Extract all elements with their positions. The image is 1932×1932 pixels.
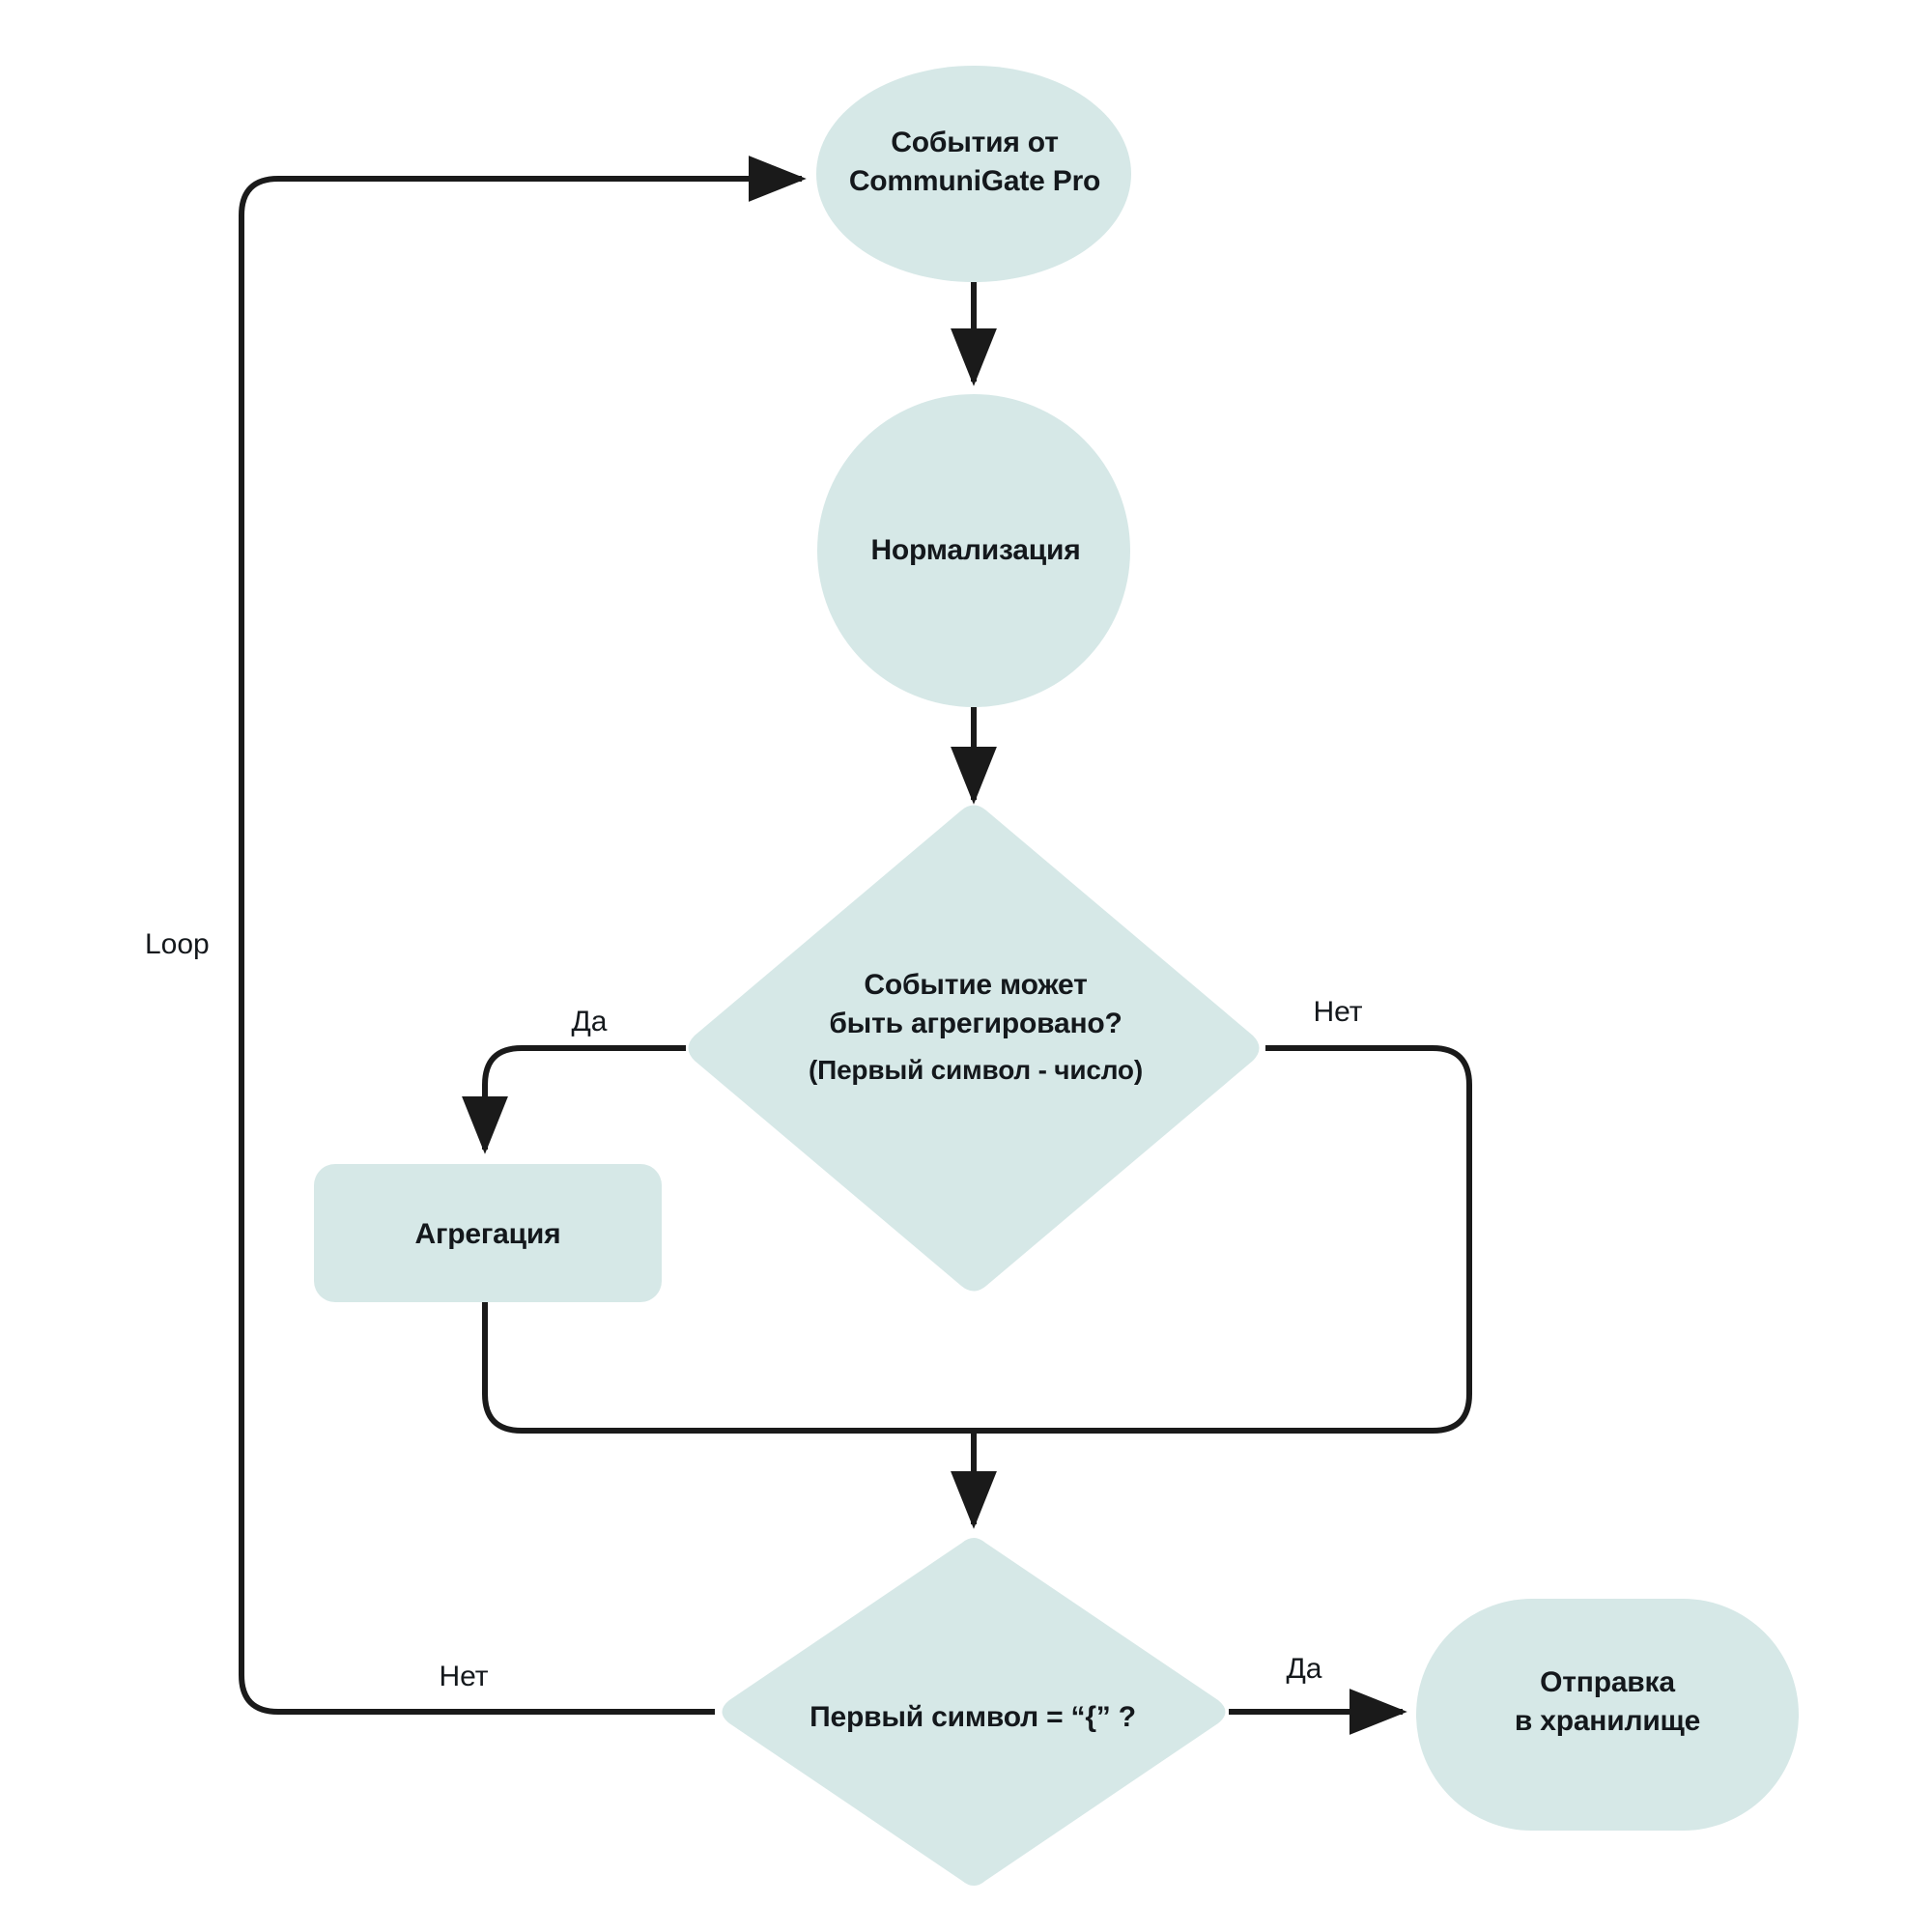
edge-loop-back	[239, 156, 807, 1715]
edge-aggregation-to-merge	[482, 1302, 976, 1434]
edge-label-decision1-no: Нет	[1313, 996, 1363, 1028]
node-normalization-shape[interactable]	[817, 394, 1130, 707]
node-storage-shape[interactable]	[1416, 1599, 1799, 1831]
edge-label-loop: Loop	[145, 928, 210, 960]
node-events-shape[interactable]	[816, 66, 1131, 282]
node-decision-aggregate-shape[interactable]	[688, 805, 1260, 1292]
node-aggregation-shape[interactable]	[314, 1164, 662, 1302]
edge-decision1-no	[976, 1045, 1472, 1434]
edge-label-decision1-yes: Да	[571, 1006, 608, 1037]
edge-label-decision2-yes: Да	[1286, 1653, 1322, 1685]
edge-decision1-yes	[462, 1045, 686, 1154]
node-decision-brace-shape[interactable]	[722, 1538, 1226, 1886]
edge-label-decision2-no: Нет	[439, 1661, 489, 1692]
